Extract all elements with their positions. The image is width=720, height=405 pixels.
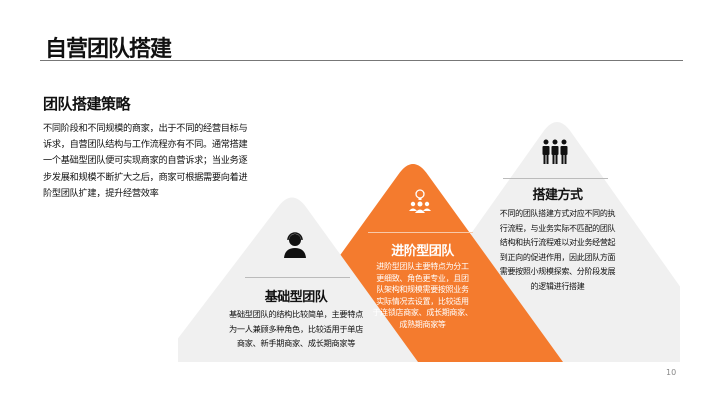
title-divider: [40, 60, 683, 61]
text-line: 不同阶段和不同规模的商家，出于不同的经营目标与: [43, 123, 248, 134]
text-line: 的逻辑进行搭建: [530, 281, 585, 291]
method-card: 搭建方式 不同的团队搭建方式对应不同的执 行流程，与业务实际不匹配的团队 结构和…: [490, 184, 625, 294]
basic-title: 基础型团队: [264, 290, 328, 305]
text-line: 更细致、角色更专业，且团: [376, 273, 469, 283]
advanced-divider: [368, 232, 473, 233]
page-title: 自营团队搭建: [45, 37, 172, 62]
basic-card: 基础型团队 基础型团队的结构比较简单，主要特点 为一人兼顾多种角色，比较适用于单…: [190, 286, 402, 351]
text-line: 诉求，自营团队结构与工作流程亦有不同。通常搭建: [43, 139, 248, 151]
text-line: 实际情况去设置，比较适用: [376, 296, 469, 306]
strategy-title: 团队搭建策略: [43, 95, 131, 113]
text-line: 一个基础型团队便可实现商家的自营诉求；当业务逐: [43, 155, 248, 167]
text-line: 不同的团队搭建方式对应不同的执: [499, 209, 616, 218]
text-line: 进阶型团队主要特点为分工: [376, 262, 469, 271]
advanced-card: 进阶型团队 进阶型团队主要特点为分工 更细致、角色更专业，且团 队架构和规模需要…: [360, 240, 485, 330]
mountain-basic: [178, 197, 418, 362]
text-line: 需要按照小规模探索、分阶段发展: [499, 267, 616, 276]
text-line: 成熟期商家等: [399, 319, 446, 329]
text-line: 于连锁店商家、成长期商家、: [372, 308, 473, 317]
basic-divider: [245, 277, 350, 278]
text-line: 结构和执行流程难以对业务经营起: [499, 238, 616, 247]
method-divider: [503, 178, 608, 179]
method-title: 搭建方式: [532, 188, 583, 203]
text-line: 到正向的促进作用，因此团队方面: [499, 252, 616, 262]
advanced-title: 进阶型团队: [391, 244, 454, 259]
text-line: 步发展和规模不断扩大之后，商家可根据需要向着进: [43, 171, 248, 183]
text-line: 基础型团队的结构比较简单，主要特点: [228, 309, 364, 319]
text-line: 行流程，与业务实际不匹配的团队: [499, 223, 616, 233]
page-number: 10: [666, 368, 677, 377]
strategy-text: 不同阶段和不同规模的商家，出于不同的经营目标与 诉求，自营团队结构与工作流程亦有…: [43, 121, 273, 202]
text-line: 阶型团队扩建，提升经营效率: [43, 187, 159, 199]
customer-service-icon: [284, 232, 306, 258]
text-line: 为一人兼顾多种角色，比较适用于单店: [228, 323, 364, 334]
team-idea-icon: [409, 189, 431, 213]
text-line: 队架构和规模需要按照业务: [376, 285, 469, 294]
group-people-icon: [542, 139, 568, 164]
text-line: 商家、新手期商家、成长期商家等: [236, 338, 356, 348]
